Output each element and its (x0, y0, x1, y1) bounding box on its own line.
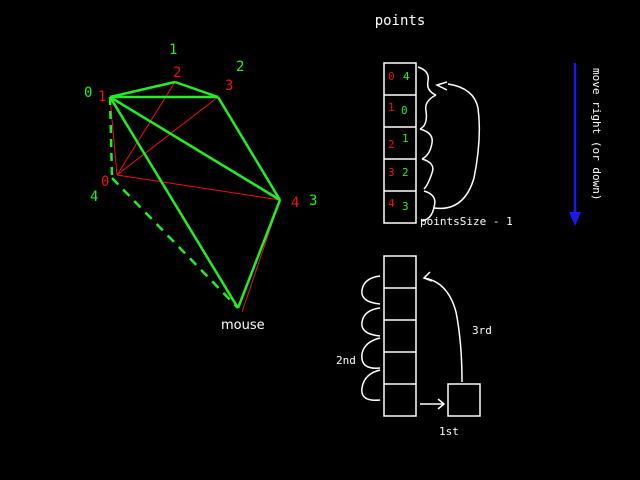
array-cell-red: 1 (388, 101, 395, 114)
red-lines (109, 81, 281, 313)
polygon-diagram: 0 1 2 3 4 1 2 3 4 0 mouse (84, 42, 317, 333)
points-array: 0 4 1 0 2 1 3 2 4 3 pointsSize - 1 (383, 62, 513, 228)
shift-arrows (417, 66, 481, 222)
direction-note: move right (or down) (590, 68, 603, 200)
mouse-label: mouse (221, 318, 265, 333)
array-cell-red: 0 (388, 70, 395, 83)
array-cell-green: 3 (402, 200, 409, 213)
array-cell-red: 3 (388, 166, 395, 179)
array-cell-green: 4 (403, 70, 410, 83)
red-index-label: 0 (101, 174, 109, 190)
label-1st: 1st (439, 425, 459, 438)
array-cell-green: 1 (402, 132, 409, 145)
direction-indicator: move right (or down) (569, 63, 603, 226)
arrow-head (569, 212, 581, 226)
red-index-label: 2 (173, 65, 181, 81)
red-index-label: 3 (225, 78, 233, 94)
array-cell-green: 0 (401, 104, 408, 117)
green-index-label: 3 (309, 193, 317, 209)
diagram-title: points (375, 13, 426, 29)
red-index-label: 1 (98, 89, 106, 105)
array-cell-green: 2 (402, 166, 409, 179)
shift-arrows-2 (361, 271, 463, 410)
green-index-label: 0 (84, 85, 92, 101)
green-index-label: 1 (169, 42, 177, 58)
array-cell-red: 2 (388, 138, 395, 151)
temp-cell (447, 383, 481, 417)
points-size-label: pointsSize - 1 (420, 215, 513, 228)
label-3rd: 3rd (472, 324, 492, 337)
red-index-label: 4 (291, 195, 299, 211)
green-polygon (108, 80, 282, 309)
shift-diagram: 1st 2nd 3rd (336, 255, 492, 438)
array-cell-red: 4 (388, 197, 395, 210)
green-index-label: 4 (90, 189, 98, 205)
label-2nd: 2nd (336, 354, 356, 367)
green-index-label: 2 (236, 59, 244, 75)
